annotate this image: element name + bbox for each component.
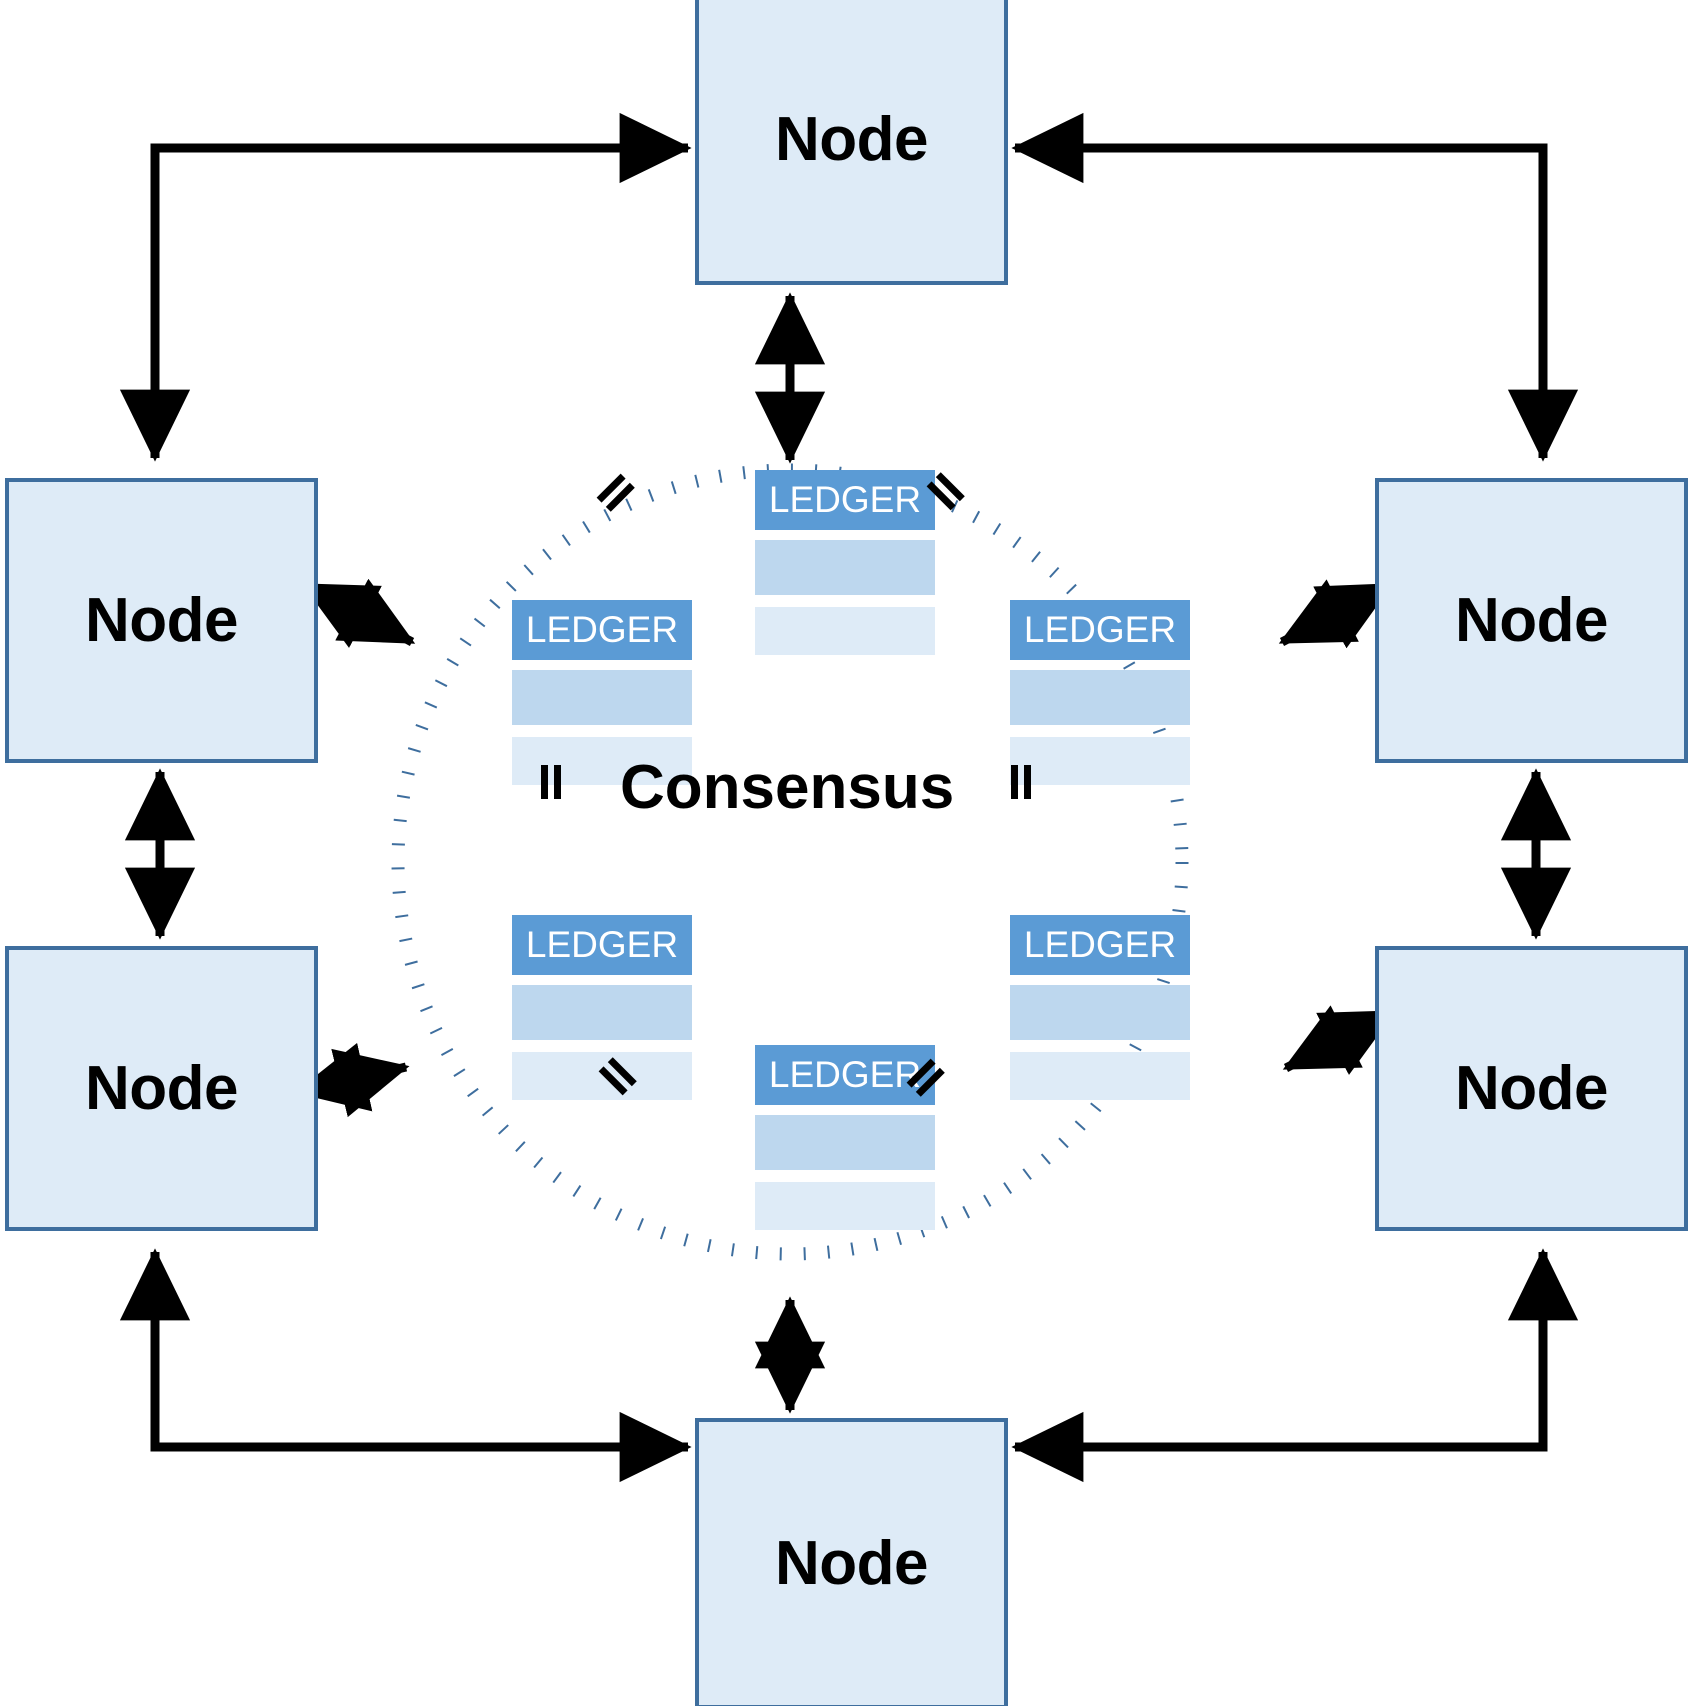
node-label: Node — [1455, 1053, 1609, 1123]
ledger-header-label: LEDGER — [755, 470, 935, 530]
node-top[interactable]: Node — [695, 0, 1008, 285]
ledger-right-upper[interactable]: LEDGER — [1010, 600, 1190, 785]
node-label: Node — [85, 1053, 239, 1123]
ledger-band-2 — [1010, 737, 1190, 785]
elbow-top-to-upper-right — [1011, 112, 1579, 462]
ledger-header-label: LEDGER — [1010, 915, 1190, 975]
arrow-upper-right-node-to-consensus — [1278, 579, 1394, 649]
node-bottom[interactable]: Node — [695, 1418, 1008, 1706]
node-upper-left[interactable]: Node — [5, 478, 318, 763]
ledger-band-1 — [755, 540, 935, 595]
node-lower-right[interactable]: Node — [1375, 946, 1688, 1231]
ledger-band-2 — [1010, 1052, 1190, 1100]
node-upper-right[interactable]: Node — [1375, 478, 1688, 763]
ledger-header-label: LEDGER — [1010, 600, 1190, 660]
ledger-top[interactable]: LEDGER — [755, 470, 935, 655]
ledger-band-2 — [755, 1182, 935, 1230]
ledger-band-2 — [755, 607, 935, 655]
consensus-label: Consensus — [620, 753, 955, 822]
node-label: Node — [1455, 585, 1609, 655]
ledger-band-2 — [512, 1052, 692, 1100]
elbow-bottom-to-lower-right — [1011, 1248, 1579, 1483]
ledger-band-1 — [755, 1115, 935, 1170]
consensus-circle — [391, 463, 1189, 1261]
elbow-bottom-to-lower-left — [119, 1248, 692, 1483]
node-lower-left[interactable]: Node — [5, 946, 318, 1231]
node-label: Node — [85, 585, 239, 655]
node-label: Node — [775, 104, 929, 174]
ledger-bottom[interactable]: LEDGER — [755, 1045, 935, 1230]
ledger-band-1 — [512, 985, 692, 1040]
ledger-left-lower[interactable]: LEDGER — [512, 915, 692, 1100]
equals-icon-mid-right — [1003, 765, 1037, 799]
node-label: Node — [775, 1528, 929, 1598]
arrow-upper-left-node-to-consensus — [301, 578, 416, 648]
ledger-left-upper[interactable]: LEDGER — [512, 600, 692, 785]
ledger-band-1 — [512, 670, 692, 725]
ledger-band-1 — [1010, 985, 1190, 1040]
ledger-header-label: LEDGER — [512, 600, 692, 660]
ledger-band-1 — [1010, 670, 1190, 725]
elbow-top-to-upper-left — [119, 112, 692, 462]
ledger-header-label: LEDGER — [512, 915, 692, 975]
equals-icon-mid-left — [533, 765, 567, 799]
ledger-right-lower[interactable]: LEDGER — [1010, 915, 1190, 1100]
ledger-header-label: LEDGER — [755, 1045, 935, 1105]
